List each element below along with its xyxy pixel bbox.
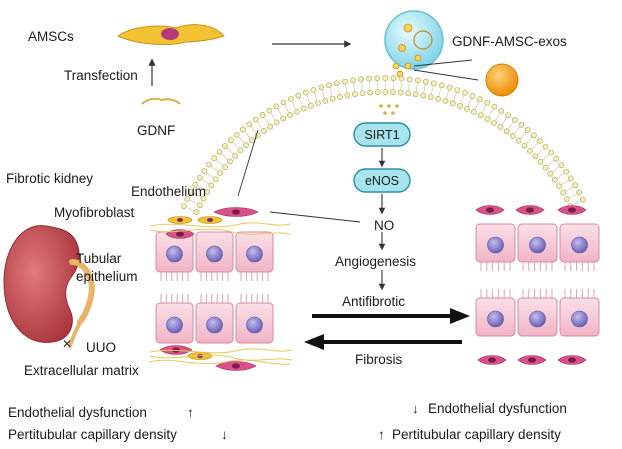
left-capillary-arrow: ↓ [221,427,228,442]
endothelium-label: Endothelium [131,184,207,199]
gdnf-label: GDNF [137,123,176,138]
left-dysfunction-label: Endothelial dysfunction [8,405,147,420]
tubule-cell [155,231,194,281]
tubule-cell [559,289,600,337]
ecm-label: Extracellular matrix [24,363,139,378]
right-dysfunction-label: Endothelial dysfunction [428,401,567,416]
tubule-cell [517,289,558,337]
released-vesicles [392,62,412,78]
tubular-label: Tubular [76,251,122,266]
endothelial-cell [557,355,587,365]
endothelium-membrane-line [237,129,259,197]
tubule-cell [559,223,600,271]
uuo-label: UUO [86,340,116,355]
cell-membrane [180,75,586,215]
orange-pointer-line [413,69,479,81]
tubule-cell [195,294,234,344]
tubule-cells [155,223,600,344]
endothelial-cell [215,361,257,371]
right-dysfunction-arrow: ↓ [412,401,419,416]
myofibroblast-label: Myofibroblast [54,205,135,220]
exos-pointer-line [413,59,473,67]
fibrosis-arrow [304,334,462,350]
endothelial-cell [475,205,505,215]
endothelial-cell [515,205,545,215]
endothelial-cell [213,207,259,217]
endothelial-cells [159,205,587,371]
left-dysfunction-arrow: ↑ [187,405,194,420]
gdnf-strand-icon [141,97,181,105]
tubule-cell [235,231,274,281]
exos-label: GDNF-AMSC-exos [452,34,567,49]
no-label: NO [374,218,395,233]
left-capillary-label: Pertitubular capillary density [8,427,177,442]
endothelial-cell [477,355,507,365]
svg-text:✕: ✕ [62,337,72,351]
epithelium-label: epithelium [76,269,138,284]
angiogenesis-label: Angiogenesis [335,254,417,269]
extracellular-matrix-fibers [149,222,293,365]
endothelial-cell [159,345,193,355]
myofibroblast-cell [167,216,193,224]
enos-pill [353,168,411,193]
tubule-cell [195,231,234,281]
endothelium-no-line [269,211,361,223]
kidney-icon: ✕ [3,225,96,351]
fibrosis-label: Fibrosis [355,352,403,367]
right-capillary-label: Pertitubular capillary density [392,427,561,442]
antifibrotic-label: Antifibrotic [342,294,406,309]
tubule-cell [475,289,516,337]
myofibroblast-cell [197,216,223,224]
vesicle-dots [379,104,399,115]
orange-particle-icon [485,63,519,97]
amscs-label: AMSCs [28,29,74,44]
fibrotic-kidney-label: Fibrotic kidney [6,171,94,186]
endothelial-cell [557,205,587,215]
tubule-cell [475,223,516,271]
tubule-cell [155,294,194,344]
tubule-cell [517,223,558,271]
sirt1-pill [353,122,411,147]
right-capillary-arrow: ↑ [378,427,385,442]
endothelial-cell [517,355,547,365]
antifibrotic-arrow [312,308,470,324]
sirt1-label: SIRT1 [364,128,399,142]
transfection-label: Transfection [64,68,138,83]
exosome-icon [384,10,444,70]
amsc-cell-icon [117,24,225,45]
enos-label: eNOS [365,174,399,188]
tubule-cell [235,294,274,344]
